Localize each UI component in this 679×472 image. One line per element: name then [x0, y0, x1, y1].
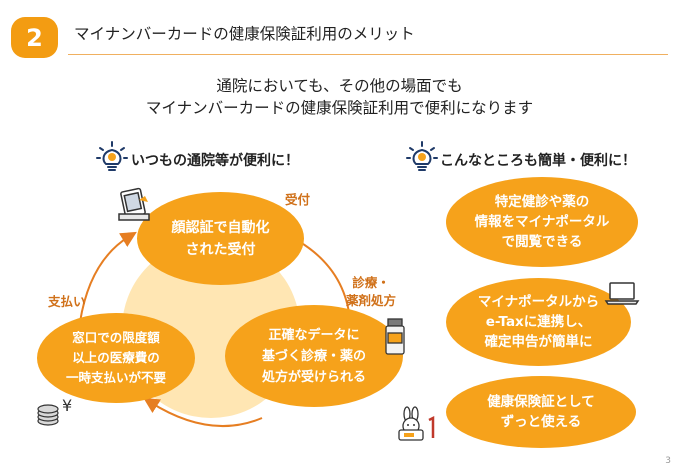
- page-number: 3: [665, 456, 671, 466]
- benefit-portal-ellipse: 特定健診や薬の 情報をマイナポータル で閲覧できる: [446, 177, 638, 267]
- svg-text:¥: ¥: [62, 396, 72, 415]
- face-recognition-kiosk-icon: [118, 187, 150, 221]
- benefit-card-line2: ずっと使える: [500, 414, 582, 430]
- medicine-bottle-icon: [385, 318, 405, 355]
- benefit-etax-ellipse: マイナポータルから e-Taxに連携し、 確定申告が簡単に: [446, 278, 631, 366]
- benefit-portal-line2: 情報をマイナポータル: [474, 214, 610, 230]
- treatment-oval-line1: 正確なデータに: [268, 327, 360, 343]
- laptop-icon: [604, 282, 640, 305]
- treatment-label-line1: 診療・: [352, 275, 390, 290]
- reception-oval-line1: 顔認証で自動化: [171, 219, 270, 236]
- reception-label: 受付: [285, 192, 311, 207]
- coins-yen-icon: ¥: [37, 396, 72, 426]
- mascot-icon: [398, 406, 435, 441]
- lead-line-1: 通院においても、その他の場面でも: [216, 77, 463, 95]
- reception-oval-line2: された受付: [185, 241, 256, 258]
- payment-oval: 窓口での限度額 以上の医療費の 一時支払いが不要: [37, 313, 195, 403]
- lightbulb-gear-icon: [406, 141, 438, 171]
- benefit-portal-line1: 特定健診や薬の: [494, 194, 590, 210]
- treatment-label-line2: 薬剤処方: [346, 293, 397, 308]
- section-number-badge: 2: [11, 17, 58, 58]
- payment-oval-line1: 窓口での限度額: [72, 330, 160, 345]
- lightbulb-gear-icon: [96, 141, 128, 171]
- benefit-card-ellipse: 健康保険証として ずっと使える: [446, 376, 636, 448]
- left-section-title: いつもの通院等が便利に！: [131, 153, 299, 169]
- treatment-oval: 正確なデータに 基づく診療・薬の 処方が受けられる: [225, 305, 403, 407]
- payment-label: 支払い: [48, 294, 86, 309]
- benefit-portal-line3: で閲覧できる: [501, 234, 583, 250]
- benefit-etax-line2: e-Taxに連携し、: [485, 314, 592, 330]
- treatment-oval-line2: 基づく診療・薬の: [261, 348, 366, 364]
- lead-line-2: マイナンバーカードの健康保険証利用で便利になります: [145, 99, 534, 117]
- payment-oval-line2: 以上の医療費の: [72, 350, 160, 365]
- right-section-title: こんなところも簡単・便利に！: [440, 153, 636, 169]
- page-title: マイナンバーカードの健康保険証利用のメリット: [74, 25, 415, 43]
- benefit-etax-line3: 確定申告が簡単に: [484, 334, 593, 350]
- treatment-label: 診療・ 薬剤処方: [346, 274, 396, 310]
- payment-oval-line3: 一時支払いが不要: [65, 370, 166, 385]
- reception-oval: 顔認証で自動化 された受付: [137, 192, 304, 285]
- benefit-etax-line1: マイナポータルから: [477, 294, 600, 310]
- header-divider: [68, 54, 668, 55]
- benefit-card-line1: 健康保険証として: [487, 394, 595, 410]
- treatment-oval-line3: 処方が受けられる: [261, 369, 366, 385]
